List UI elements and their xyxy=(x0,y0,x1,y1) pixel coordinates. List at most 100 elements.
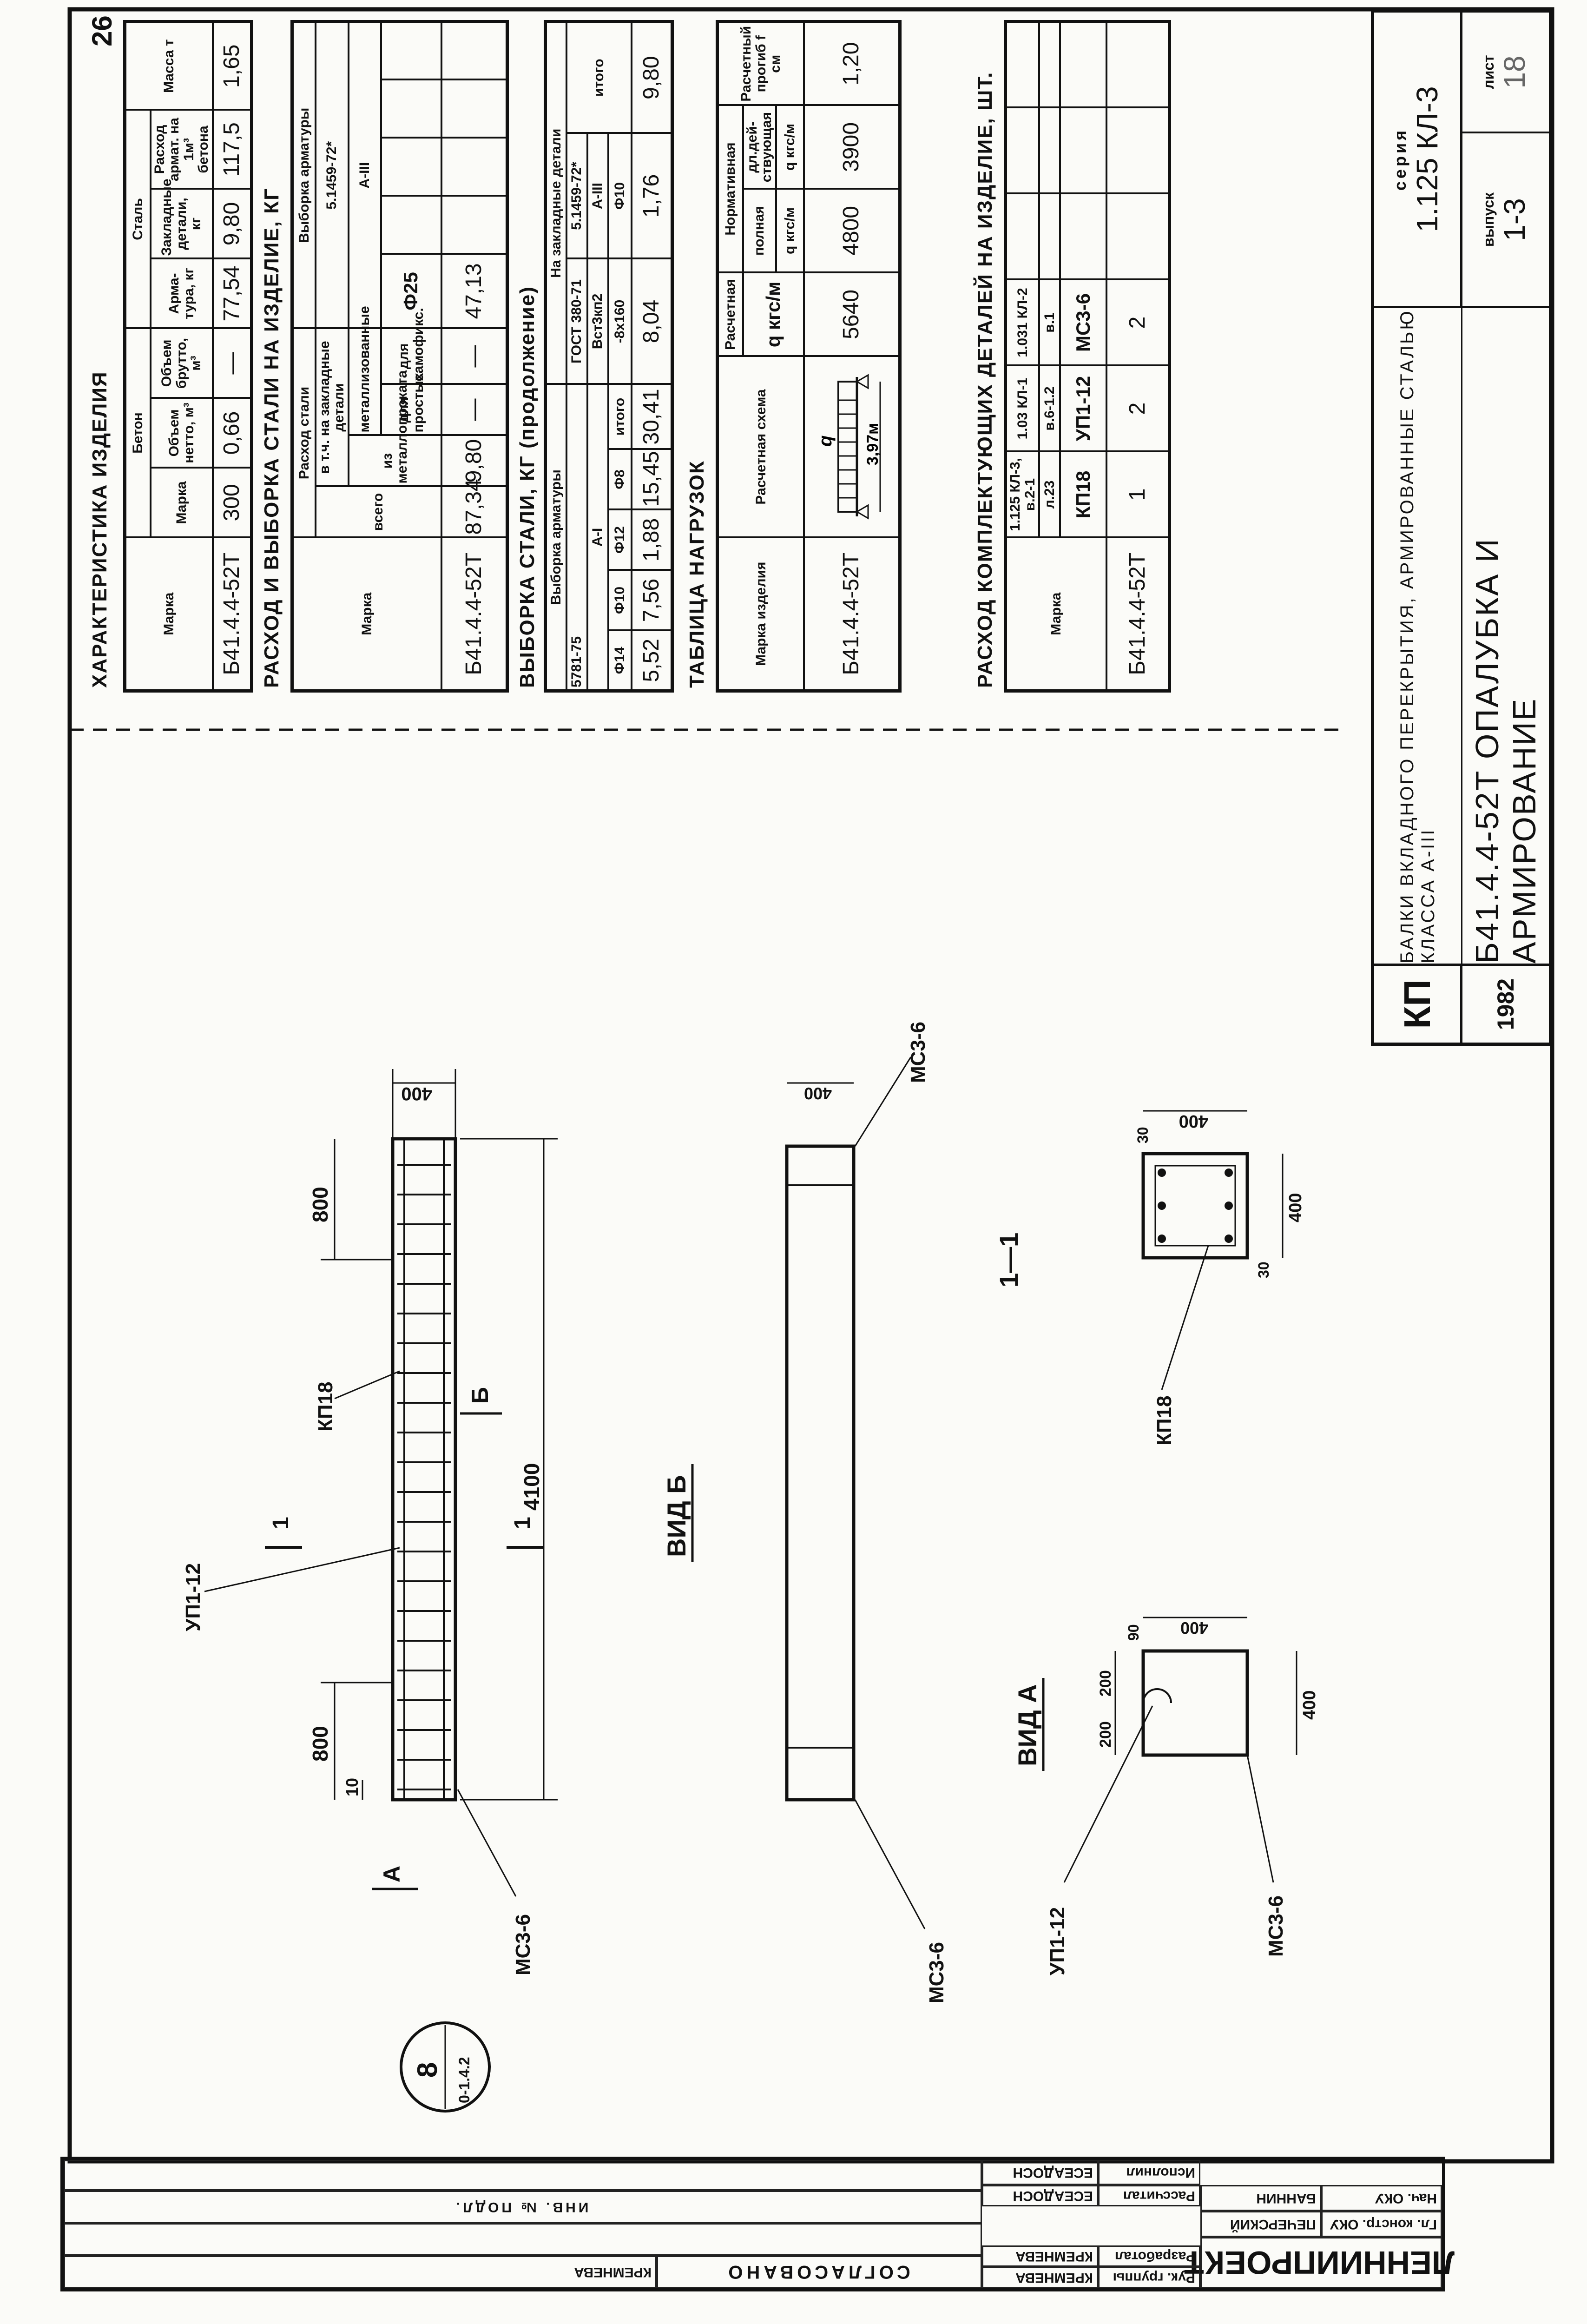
col-header: 5.1459-72* xyxy=(315,21,349,329)
cell: 5,52 xyxy=(631,630,672,691)
col-header: в т.ч. на закладные детали xyxy=(315,328,349,487)
col-header: в.6-1.2 xyxy=(1039,365,1060,452)
col-header: A-III xyxy=(348,21,381,329)
dim-30-top: 30 xyxy=(1134,1127,1151,1143)
col-header: л.23 xyxy=(1039,451,1060,538)
cell: Б41.4.4-52Т xyxy=(803,537,900,691)
cell: 2 xyxy=(1106,279,1170,366)
approval-stamp: ЛЕННИИПРОЕКТ Гл. констр. ОКУ ПЕЧЕРСКИЙ Н… xyxy=(60,2157,1455,2291)
label-ms3-6-view-b-top: МС3-6 xyxy=(907,1022,929,1083)
stamp-empty-row xyxy=(64,2160,982,2191)
col-header: Ф10 xyxy=(608,133,632,259)
dim-400-section-width: 400 xyxy=(1286,1193,1305,1222)
cell: 1 xyxy=(1106,451,1170,538)
label-ms3-6-view-a: МС3-6 xyxy=(1264,1895,1287,1957)
cell: 117,5 xyxy=(212,110,252,189)
signer-name: КРЕМНЕВА xyxy=(982,2267,1098,2288)
cell: 9,80 xyxy=(212,189,252,259)
issue-label: выпуск xyxy=(1480,192,1497,247)
cell: 3900 xyxy=(803,105,900,189)
dim-90: 90 xyxy=(1125,1624,1142,1641)
cell: 300 xyxy=(212,468,252,538)
col-header: q кгс/м xyxy=(776,189,804,273)
detail-callout xyxy=(400,2021,491,2113)
view-a-title: ВИД А xyxy=(1013,1684,1042,1766)
col-header: для простых xyxy=(381,373,441,436)
cell: 5640 xyxy=(803,272,900,357)
col-header: Вст3кп2 xyxy=(587,258,608,384)
beam-elevation: 4100 800 800 10 400 УП1-12 КП18 МС3-6 1 … xyxy=(182,1069,558,2113)
cell: 87,34 xyxy=(441,479,507,538)
col-header: 5781-75 xyxy=(566,384,587,691)
col-header: 1.03 КЛ-1 xyxy=(1005,365,1039,452)
section-mark-top: 1 xyxy=(269,1517,293,1529)
col-header: полная xyxy=(743,189,776,273)
section-mark-bottom: 1 xyxy=(510,1517,535,1529)
cell: — xyxy=(441,384,507,436)
loads-title: ТАБЛИЦА НАГРУЗОК xyxy=(685,460,708,688)
dim-200-left: 200 xyxy=(1097,1721,1114,1748)
sheet-value: 18 xyxy=(1497,55,1531,89)
year: 1982 xyxy=(1462,964,1549,1043)
cell: 9,80 xyxy=(441,435,507,487)
components-title: РАСХОД КОМПЛЕКТУЮЩИХ ДЕТАЛЕЙ НА ИЗДЕЛИЕ,… xyxy=(974,71,996,688)
cell: 77,54 xyxy=(212,258,252,329)
kp-mark: КП xyxy=(1374,964,1462,1043)
col-header: МС3-6 xyxy=(1060,279,1106,366)
agreed-name: КРЕМНЕВА xyxy=(64,2256,657,2288)
col-header: Закладные детали, кг xyxy=(150,178,213,259)
col-header: в.1 xyxy=(1039,279,1060,366)
col-header: 1.125 КЛ-3, в.2-1 xyxy=(1005,451,1039,538)
dim-400-elevation: 400 xyxy=(401,1083,432,1104)
col-header: Бетон xyxy=(125,328,151,538)
dim-400-section-height: 400 xyxy=(1179,1111,1208,1131)
col-header: Объем нетто, м³ xyxy=(150,398,213,468)
col-header: Расход стали xyxy=(292,328,316,538)
cell: Б41.4.4-52Т xyxy=(441,537,507,691)
col-header: q кгс/м xyxy=(743,272,804,357)
col-header: A-I xyxy=(587,384,608,691)
col-header: Объем брутто, м³ xyxy=(150,328,213,398)
role-label: Рук. группы xyxy=(1098,2267,1200,2288)
title-line-1: БАЛКИ ВКЛАДНОГО ПЕРЕКРЫТИЯ, АРМИРОВАННЫЕ… xyxy=(1374,308,1462,964)
col-header: Ф12 xyxy=(608,509,632,570)
load-scheme-diagram: q 3,97м xyxy=(815,374,882,520)
role-label: Гл. констр. ОКУ xyxy=(1321,2211,1442,2237)
dim-4100: 4100 xyxy=(520,1463,544,1511)
col-header: КП18 xyxy=(1060,451,1106,538)
dim-400-view-b: 400 xyxy=(804,1084,832,1103)
agreed-label: СОГЛАСОВАНО xyxy=(657,2256,982,2288)
title-line-2: Б41.4.4-52Т ОПАЛУБКА И АРМИРОВАНИЕ xyxy=(1469,537,1542,964)
series-value: 1.125 КЛ-3 xyxy=(1410,86,1444,232)
col-header: всего xyxy=(315,486,441,538)
view-b-title: ВИД Б xyxy=(662,1475,691,1557)
col-header: Ф10 xyxy=(608,570,632,631)
section-1-1: 1—1 400 400 30 30 КП18 xyxy=(994,1110,1305,1446)
sheet-label: лист xyxy=(1480,55,1497,89)
cell: Б41.4.4-52Т xyxy=(1106,537,1170,691)
sheet-number: 26 xyxy=(86,15,118,46)
col-header: 5.1459-72* xyxy=(566,133,587,259)
col-header: Сталь xyxy=(125,110,151,329)
col-header: итого xyxy=(608,384,632,449)
label-ms3-6: МС3-6 xyxy=(512,1914,534,1975)
steel-selection-cont-title: ВЫБОРКА СТАЛИ, КГ (продолжение) xyxy=(516,286,539,688)
col-header: Нормативная xyxy=(717,105,743,273)
sheet-cell: лист 18 xyxy=(1462,13,1549,132)
col-header: Выборка арматуры xyxy=(292,21,316,329)
detail-reference: 0-1.4.2 xyxy=(456,2057,473,2103)
signer-name: КРЕМНЕВА xyxy=(982,2245,1098,2267)
col-header: для самофикс. xyxy=(381,308,441,384)
col-header: Ф14 xyxy=(608,630,632,691)
col-header: металлизованные xyxy=(348,306,381,436)
stamp-empty-row xyxy=(64,2223,982,2256)
dim-400-view-a-width: 400 xyxy=(1300,1690,1319,1720)
